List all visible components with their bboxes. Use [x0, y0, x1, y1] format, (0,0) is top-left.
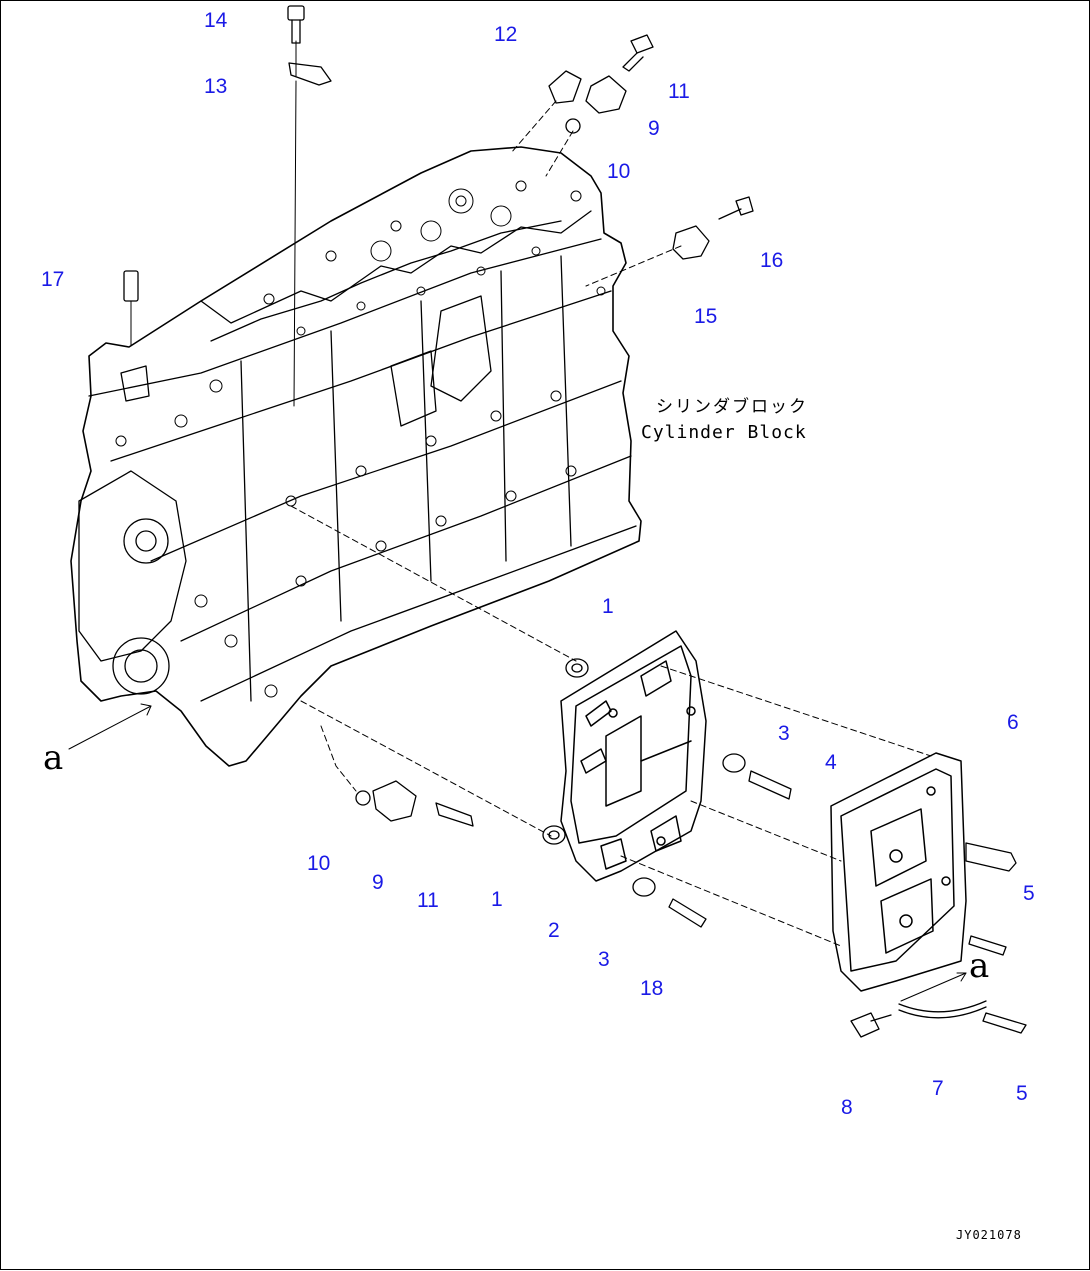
cylinder-block-label-jp: シリンダブロック	[656, 397, 808, 417]
callout-6: 6	[1007, 711, 1019, 734]
callout-5: 5	[1023, 882, 1035, 905]
callout-13: 13	[204, 75, 228, 98]
callout-18: 18	[640, 977, 664, 1000]
callout-16: 16	[760, 249, 784, 272]
callout-9: 9	[372, 871, 384, 894]
callout-2: 2	[548, 919, 560, 942]
small-parts	[123, 5, 1027, 1038]
callout-10: 10	[607, 160, 631, 183]
callout-9: 9	[648, 117, 660, 140]
callout-10: 10	[307, 852, 331, 875]
callout-3: 3	[598, 948, 610, 971]
callout-17: 17	[41, 268, 65, 291]
callout-14: 14	[204, 9, 228, 32]
callout-8: 8	[841, 1096, 853, 1119]
callout-3: 3	[778, 722, 790, 745]
callout-7: 7	[932, 1077, 944, 1100]
callout-1: 1	[491, 888, 503, 911]
figure-code: JY021078	[956, 1228, 1022, 1242]
view-mark-a: a	[969, 946, 990, 986]
view-mark-a: a	[43, 738, 64, 778]
cylinder-block	[70, 146, 642, 767]
cylinder-block-label-en: Cylinder Block	[641, 422, 807, 443]
callout-11: 11	[668, 80, 690, 103]
callout-4: 4	[825, 751, 837, 774]
callout-5: 5	[1016, 1082, 1028, 1105]
assembly-leaders	[68, 40, 967, 1002]
callout-15: 15	[694, 305, 718, 328]
callout-11: 11	[417, 889, 439, 912]
callout-12: 12	[494, 23, 518, 46]
engine-controller	[830, 752, 967, 992]
ecm-bracket	[560, 630, 707, 882]
callout-1: 1	[602, 595, 614, 618]
